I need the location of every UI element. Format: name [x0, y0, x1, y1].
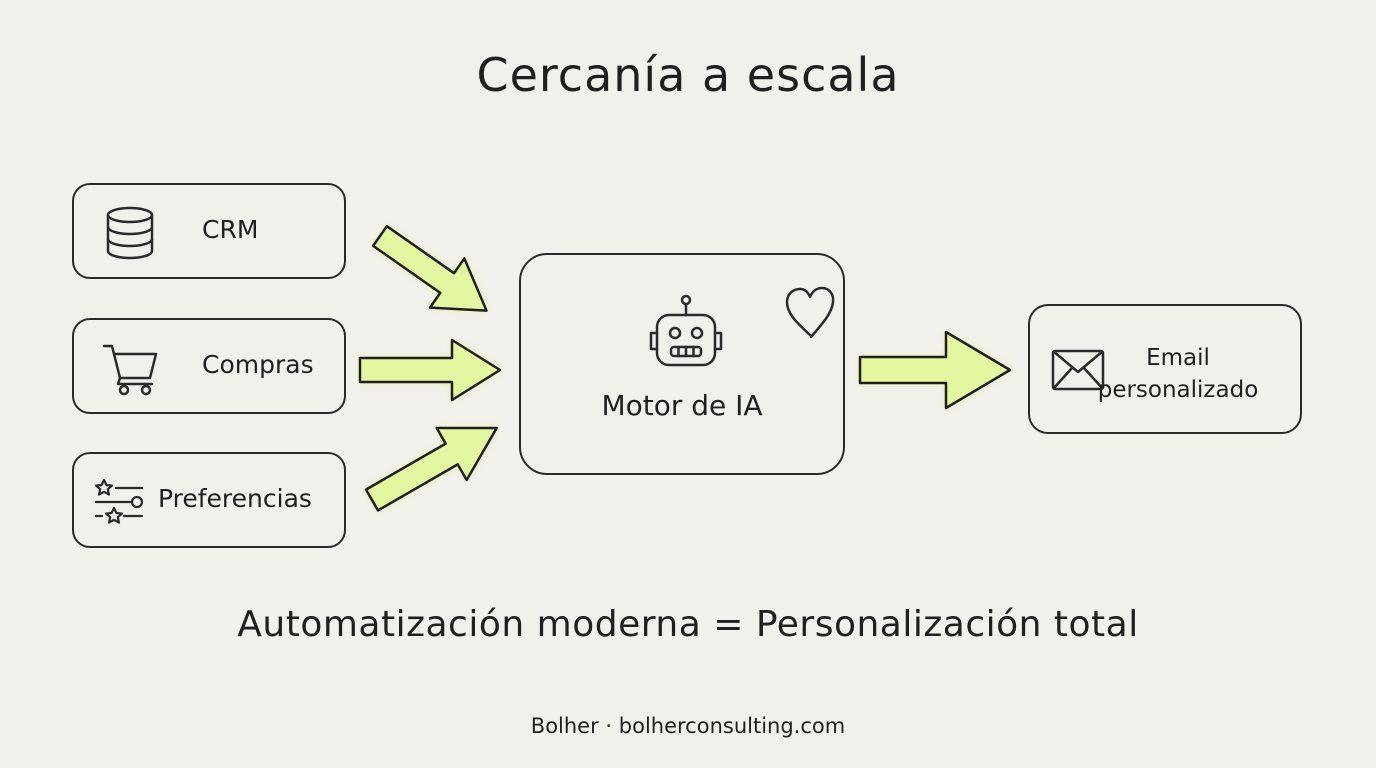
output-box-email: Email personalizado	[1028, 304, 1302, 434]
arrow-motor-to-email	[858, 330, 1012, 410]
source-box-preferencias: Preferencias	[72, 452, 346, 548]
heart-icon	[785, 286, 835, 339]
engine-label: Motor de IA	[601, 389, 763, 422]
source-label-preferencias: Preferencias	[158, 484, 312, 513]
source-label-compras: Compras	[202, 350, 314, 379]
source-box-crm: CRM	[72, 183, 346, 279]
arrow-compras-to-motor	[358, 338, 502, 402]
envelope-icon	[1051, 349, 1105, 391]
output-label: Email personalizado	[1080, 342, 1276, 406]
output-label-line1: Email	[1146, 345, 1210, 371]
shopping-cart-icon	[102, 344, 158, 396]
engine-box-motor-ia: Motor de IA	[519, 253, 845, 475]
footer-credit: Bolher · bolherconsulting.com	[530, 714, 846, 738]
equation-caption: Automatización moderna = Personalización…	[237, 604, 1139, 645]
arrow-preferencias-to-motor	[364, 426, 498, 512]
database-icon	[106, 206, 154, 260]
source-label-crm: CRM	[202, 215, 259, 244]
source-box-compras: Compras	[72, 318, 346, 414]
arrow-crm-to-motor	[371, 224, 488, 312]
star-sliders-icon	[94, 478, 144, 524]
diagram-title: Cercanía a escala	[476, 48, 900, 102]
output-label-line2: personalizado	[1097, 377, 1259, 403]
robot-icon	[649, 294, 723, 367]
